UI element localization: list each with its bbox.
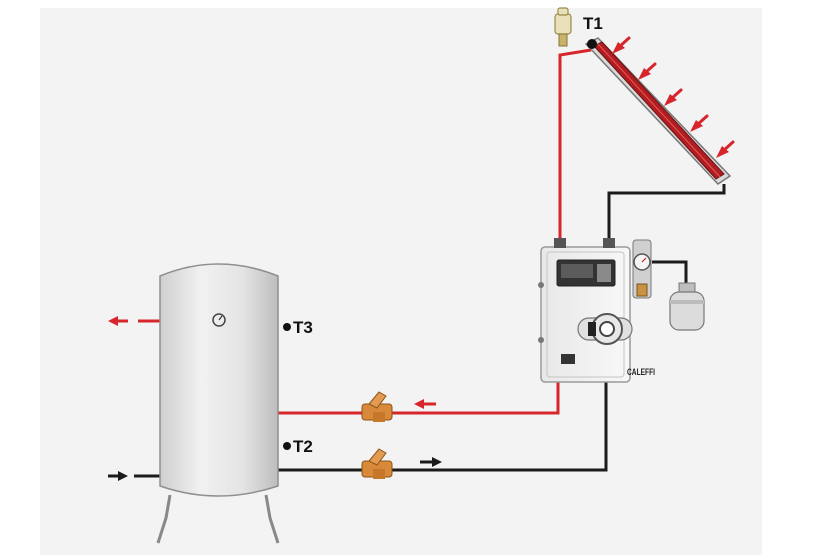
diagram-background: [40, 8, 762, 555]
controller-display: [556, 259, 616, 287]
sun-radiation-arrows: [612, 36, 735, 158]
sensor-t1-label: T1: [583, 14, 603, 33]
sensor-t2-dot: [283, 442, 291, 450]
brand-label: CALEFFI: [627, 367, 655, 377]
tank-gauge-icon: [212, 313, 226, 327]
sun-arrow-2: [638, 62, 657, 80]
sensor-t2-label: T2: [293, 437, 313, 456]
sensor-t1-dot: [587, 39, 597, 49]
air-vent-icon: [554, 7, 572, 47]
expansion-vessel-icon: [669, 282, 705, 331]
sun-arrow-1: [612, 36, 631, 54]
flow-arrow-hot-return: [414, 399, 436, 409]
sun-arrow-3: [664, 88, 683, 106]
flow-arrow-hot-water-out: [108, 316, 128, 326]
circulator-pump: [577, 313, 633, 345]
flow-arrow-cold-out: [420, 457, 442, 467]
solar-collector-icon: [584, 37, 732, 185]
safety-valve-group: [632, 239, 652, 299]
pump-station-icon: CALEFFI: [538, 238, 655, 383]
sun-arrow-5: [716, 140, 735, 158]
storage-tank-icon: [156, 263, 280, 544]
strainer-cold-line: [361, 448, 393, 479]
sensor-t3-dot: [283, 323, 291, 331]
y-strainer-icon: [361, 391, 393, 479]
flow-arrow-cold-water-in: [108, 471, 128, 481]
sensor-t3-label: T3: [293, 318, 313, 337]
sun-arrow-4: [690, 114, 709, 132]
strainer-hot-line: [361, 391, 393, 422]
